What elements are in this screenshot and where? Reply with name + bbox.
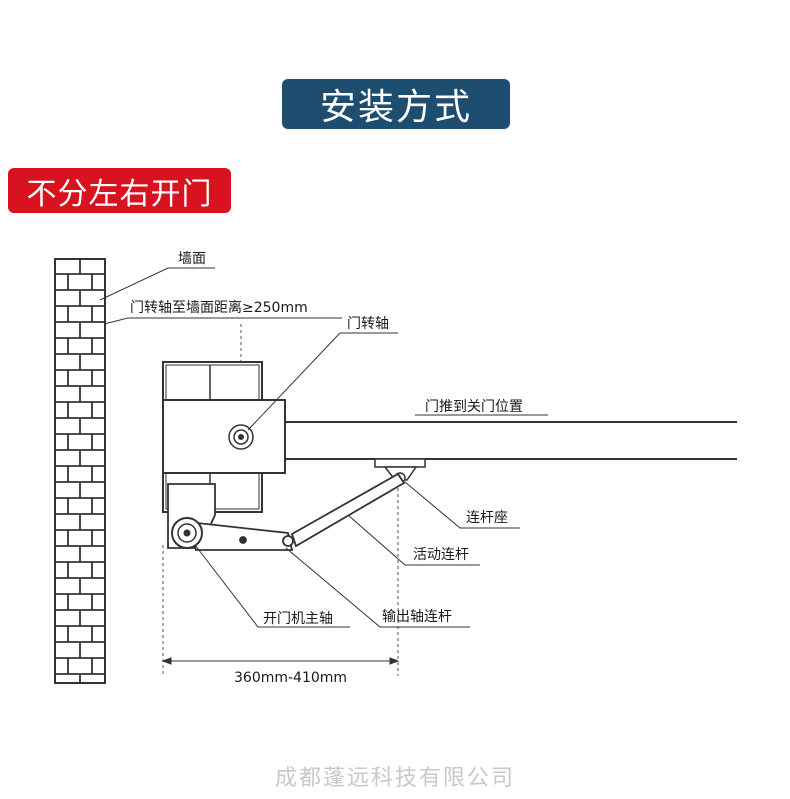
door-pivot-leader: [247, 332, 341, 431]
wall-label: 墙面: [178, 251, 206, 267]
opening-direction-badge: 不分左右开门: [8, 168, 231, 213]
output-link-leader: [285, 547, 470, 628]
brick-wall: [54, 258, 106, 684]
door-pivot-label: 门转轴: [347, 316, 389, 332]
moving-link-label: 活动连杆: [413, 547, 469, 563]
page-title: 安装方式: [282, 79, 510, 129]
link-seat-label: 连杆座: [466, 510, 508, 526]
moving-link-leader: [347, 514, 480, 566]
main-shaft-icon: [171, 517, 203, 549]
main-shaft-leader: [194, 544, 350, 628]
door-closed-label: 门推到关门位置: [425, 399, 523, 415]
pivot-distance-label: 门转轴至墙面距离≥250mm: [130, 300, 308, 316]
output-link-label: 输出轴连杆: [382, 609, 452, 625]
dimension-label: 360mm-410mm: [234, 670, 348, 686]
moving-link: [290, 472, 406, 548]
door-leaf: [285, 421, 737, 460]
link-seat-leader: [404, 481, 520, 529]
dimension-line: [161, 657, 400, 665]
main-shaft-label: 开门机主轴: [263, 611, 333, 627]
door-pivot-icon: [228, 424, 254, 450]
company-watermark: 成都蓬远科技有限公司: [274, 766, 515, 791]
wall-leader-lines: [99, 267, 342, 325]
output-shaft-link: [186, 520, 294, 551]
